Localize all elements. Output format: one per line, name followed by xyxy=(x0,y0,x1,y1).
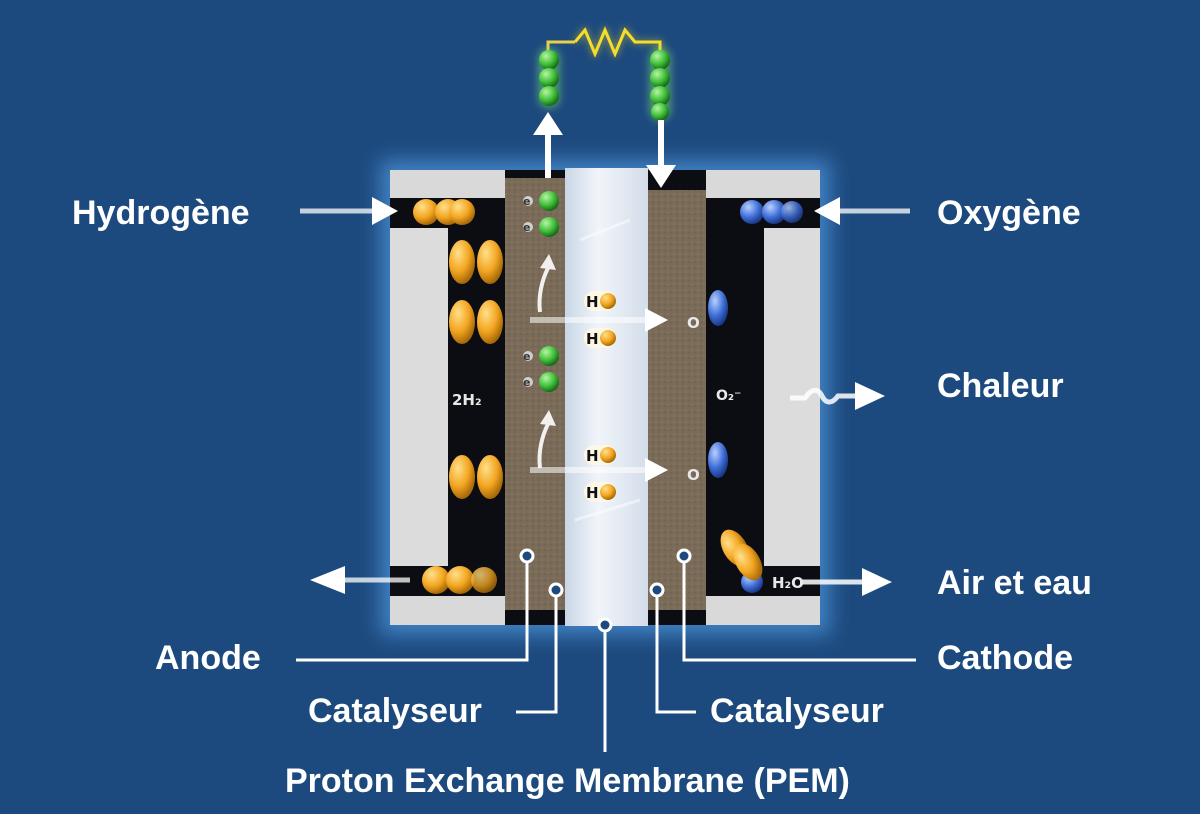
electron-flow-arrows xyxy=(537,254,556,469)
circuit-electrons-right xyxy=(649,48,671,121)
oxygen-molecules xyxy=(708,200,803,593)
label-catalyst-left: Catalyseur xyxy=(308,692,482,730)
label-cathode: Cathode xyxy=(937,639,1073,677)
anode-plate-side xyxy=(390,228,448,566)
label-hydrogen: Hydrogène xyxy=(72,194,250,232)
proton-label-3: H xyxy=(586,447,599,465)
label-heat: Chaleur xyxy=(937,367,1064,405)
label-catalyst-right: Catalyseur xyxy=(710,692,884,730)
h2o-label: H₂O xyxy=(772,574,804,592)
leader-points xyxy=(519,548,692,633)
electron-label-3: e xyxy=(523,350,530,363)
anode-electrode xyxy=(505,178,565,610)
electron-label-2: e xyxy=(523,221,530,234)
anode-electrons xyxy=(523,191,559,392)
label-anode: Anode xyxy=(155,639,261,677)
oxygen-ion-label-1: O xyxy=(687,314,700,332)
external-circuit xyxy=(546,26,662,70)
oxygen-inlet-arrow xyxy=(814,197,910,225)
label-oxygen: Oxygène xyxy=(937,194,1081,232)
electron-label-4: e xyxy=(523,376,530,389)
leader-lines xyxy=(296,562,916,752)
cathode-plate-bottom xyxy=(706,596,820,625)
proton-flow-arrows xyxy=(530,308,668,482)
proton-label-1: H xyxy=(586,293,599,311)
circuit-electrons-left xyxy=(538,48,560,108)
oxygen-ion-label-2: O xyxy=(687,466,700,484)
anode-plate-bottom xyxy=(390,596,505,625)
heat-arrow xyxy=(790,382,885,410)
anode-plate-top xyxy=(390,170,505,198)
water-molecules xyxy=(720,529,763,581)
label-pem: Proton Exchange Membrane (PEM) xyxy=(285,762,850,800)
hydrogen-molecules xyxy=(413,199,503,594)
cathode-electrode xyxy=(648,190,706,610)
proton-label-4: H xyxy=(586,484,599,502)
o2-label: O₂⁻ xyxy=(716,388,741,404)
pem-membrane xyxy=(565,168,648,626)
cathode-plate-top xyxy=(706,170,820,198)
proton-label-2: H xyxy=(586,330,599,348)
label-air-water: Air et eau xyxy=(937,564,1092,602)
exhaust-arrow xyxy=(800,568,892,596)
molecule-labels: 2H₂ O₂⁻ H₂O H H H H e e e e O O xyxy=(452,195,804,592)
protons xyxy=(584,291,616,502)
hydrogen-inlet-arrow xyxy=(300,197,398,225)
hydrogen-outlet-arrow xyxy=(310,566,410,594)
h2-label: 2H₂ xyxy=(452,391,482,409)
electron-label-1: e xyxy=(523,195,530,208)
